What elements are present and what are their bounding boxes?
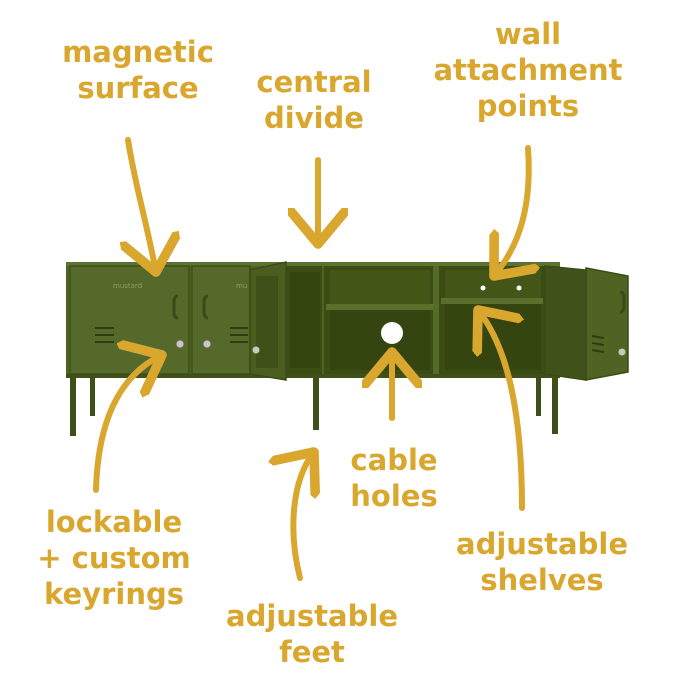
label-adjustable-shelves: adjustable shelves xyxy=(456,527,628,597)
leg-front-right xyxy=(552,376,558,434)
arrow-icon xyxy=(494,145,529,276)
lock-icon xyxy=(175,339,185,349)
label-magnetic-surface: magnetic surface xyxy=(62,35,214,105)
center-shelf xyxy=(326,304,434,310)
leg-back-left xyxy=(90,376,95,416)
vent-icon xyxy=(95,327,114,343)
center-compartment xyxy=(324,266,439,374)
label-lockable-keyrings: lockable + custom keyrings xyxy=(37,505,191,611)
leg-front-center xyxy=(313,376,319,430)
arrow-icon xyxy=(128,137,156,272)
cabinet-legs xyxy=(70,376,558,436)
right-shelf xyxy=(441,298,543,304)
cable-hole xyxy=(381,322,403,344)
arrow-icon xyxy=(93,355,162,493)
second-closed-door: mu xyxy=(191,265,251,375)
central-divide-panel xyxy=(433,266,439,374)
leg-back-right xyxy=(536,376,541,416)
left-inner-compartment xyxy=(286,266,322,374)
cabinet-body: mustard mu xyxy=(66,261,629,381)
arrow-icon xyxy=(293,452,314,581)
leg-front-left xyxy=(70,376,76,436)
open-door-right xyxy=(544,265,629,381)
open-door-left xyxy=(249,261,287,381)
handle-icon xyxy=(172,294,179,320)
label-cable-holes: cable holes xyxy=(350,443,438,513)
brand-logo: mustard xyxy=(113,282,142,290)
right-compartment xyxy=(439,266,545,374)
left-closed-door: mustard xyxy=(69,265,190,375)
wall-attachment-point xyxy=(480,285,486,291)
arrow-icon xyxy=(478,310,525,511)
label-wall-attachment-points: wall attachment points xyxy=(433,17,623,123)
callout-arrows xyxy=(93,137,529,581)
label-central-divide: central divide xyxy=(256,65,372,135)
label-adjustable-feet: adjustable feet xyxy=(226,599,398,669)
svg-text:mu: mu xyxy=(236,282,247,290)
